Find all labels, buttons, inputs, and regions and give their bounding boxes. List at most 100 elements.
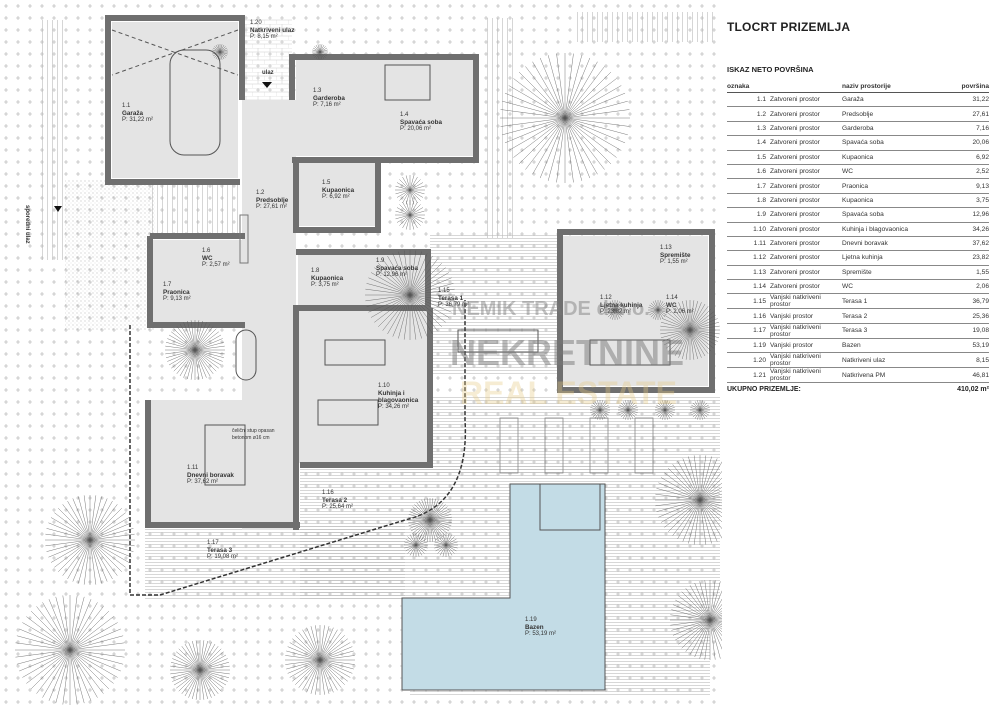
room-type: Zatvoreni prostor: [770, 279, 842, 295]
room-number: 1.15: [438, 288, 450, 294]
room-name: Spavaća soba: [842, 207, 940, 223]
tree-icon: [395, 175, 425, 205]
room-type: Zatvoreni prostor: [770, 193, 842, 209]
room-type: Vanjski natkriveni prostor: [770, 352, 842, 369]
total-value: 410,02 m²: [957, 386, 989, 394]
tree-icon: [365, 250, 455, 340]
car-icon: [169, 49, 221, 156]
room-number: 1.20: [250, 20, 262, 26]
room-area: P: 6,92 m²: [322, 194, 350, 200]
room-code: 1.6: [727, 164, 770, 180]
side-path: [40, 20, 65, 260]
terrace-table: [457, 329, 539, 353]
entrance-arrow-icon: [262, 82, 272, 88]
room-name: Natkriveni ulaz: [842, 352, 940, 369]
tree-icon: [165, 320, 225, 380]
room-name: Terasa 1: [842, 293, 940, 310]
room-code: 1.7: [727, 178, 770, 194]
room-code: 1.13: [727, 265, 770, 281]
tree-icon: [212, 44, 228, 60]
room-type: Zatvoreni prostor: [770, 178, 842, 194]
room-number: 1.8: [311, 268, 320, 274]
room-name: Terasa 3: [842, 323, 940, 339]
room-name: Dnevni boravak: [187, 472, 234, 479]
room-area: 6,92: [940, 150, 989, 165]
room-name: Predsoblje: [256, 197, 289, 204]
room-code: 1.5: [727, 150, 770, 165]
room-area: P: 23,82 m²: [600, 309, 632, 315]
room-type: Zatvoreni prostor: [770, 265, 842, 281]
trees: [15, 44, 722, 705]
room-area: P: 53,19 m²: [525, 631, 557, 637]
room-name: Kupaonica: [311, 275, 344, 282]
tree-icon: [434, 533, 458, 557]
room-name: Natkrivena PM: [842, 367, 940, 384]
room-type: Vanjski prostor: [770, 338, 842, 354]
room-type: Zatvoreni prostor: [770, 222, 842, 237]
room-code: 1.2: [727, 106, 770, 122]
terrace-3-deck: [145, 525, 405, 600]
tree-icon: [312, 44, 328, 60]
room-name: Terasa 2: [322, 497, 348, 504]
room-type: Vanjski natkriveni prostor: [770, 293, 842, 310]
room-area: P: 34,26 m²: [378, 404, 410, 410]
sofa: [204, 424, 246, 486]
room-code: 1.4: [727, 135, 770, 151]
tree-icon: [408, 498, 452, 542]
room-code: 1.10: [727, 222, 770, 237]
room-name: WC: [202, 255, 213, 262]
tree-icon: [170, 640, 230, 700]
room-area: P: 27,61 m²: [256, 204, 288, 210]
room-number: 1.4: [400, 112, 409, 118]
room-area: P: 37,62 m²: [187, 479, 219, 485]
tree-icon: [15, 595, 125, 705]
room-code: 1.17: [727, 323, 770, 339]
room-name: Natkriveni ulaz: [250, 27, 295, 34]
room-code: 1.12: [727, 250, 770, 266]
tree-icon: [655, 400, 675, 420]
room-name: Kuhinja i blagovaonica: [842, 222, 940, 237]
room-area: 37,62: [940, 236, 989, 252]
room-code: 1.14: [727, 279, 770, 295]
tree-icon: [395, 200, 425, 230]
room-type: Zatvoreni prostor: [770, 121, 842, 137]
room-name: WC: [842, 164, 940, 180]
room-area: 7,16: [940, 121, 989, 137]
room-area: P: 20,06 m²: [400, 126, 432, 132]
room-area: 2,52: [940, 164, 989, 180]
col-area: površina: [940, 81, 989, 93]
room-name: Kupaonica: [322, 187, 355, 194]
room-area: P: 31,22 m²: [122, 117, 154, 123]
tree-icon: [660, 300, 720, 360]
room-name: Spavaća soba: [400, 119, 443, 126]
room-type: Vanjski natkriveni prostor: [770, 323, 842, 339]
room-code: 1.19: [727, 338, 770, 354]
room-name: Garaža: [122, 110, 144, 117]
tree-icon: [590, 400, 610, 420]
room-name: Terasa 1: [438, 295, 464, 302]
room-name: WC: [842, 279, 940, 295]
room-number: 1.3: [313, 88, 322, 94]
gravel-area: [65, 180, 155, 330]
room-code: 1.9: [727, 207, 770, 223]
